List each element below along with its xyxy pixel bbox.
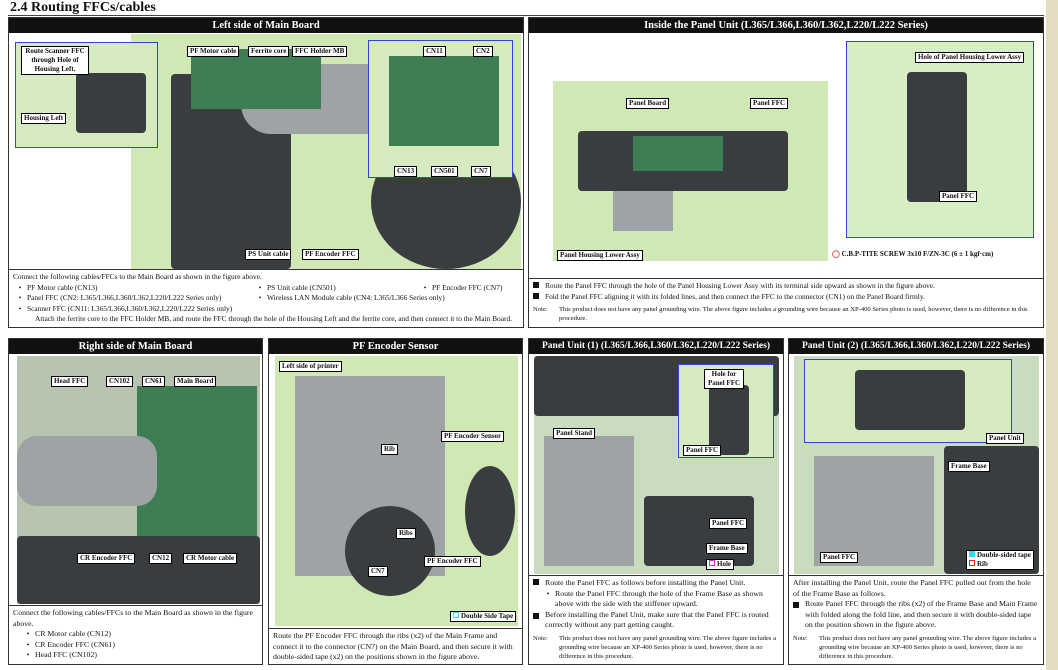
screw-note: ◯ C.B.P-TITE SCREW 3x10 F/ZN-3C (6 ± 1 k… bbox=[830, 250, 996, 259]
callout-label: Panel Board bbox=[626, 98, 670, 109]
page-title: 2.4 Routing FFCs/cables bbox=[10, 0, 156, 15]
rib-swatch bbox=[969, 560, 975, 566]
callout-label: Panel FFC bbox=[709, 518, 748, 529]
callout-label: Panel FFC bbox=[683, 445, 722, 456]
legend-double-side-tape: Double Side Tape bbox=[450, 611, 517, 622]
callout-label: PF Encoder Sensor bbox=[441, 431, 505, 442]
inset-rib bbox=[804, 359, 1012, 443]
callout-label: Hole of Panel Housing Lower Assy bbox=[915, 52, 1025, 63]
photo bbox=[275, 356, 518, 626]
screw-icon: ◯ bbox=[832, 250, 842, 258]
panel-panel-unit-1: Panel Unit (1) (L365/L366,L360/L362,L220… bbox=[528, 338, 784, 665]
callout-label: CN11 bbox=[423, 46, 446, 57]
callout-label: Ferrite core bbox=[248, 46, 290, 57]
panel-left-side-main-board: Left side of Main Board Route Scanner FF… bbox=[8, 17, 524, 328]
callout-label: CN61 bbox=[142, 376, 166, 387]
callout-label: Panel FFC bbox=[939, 191, 978, 202]
title-rule bbox=[8, 15, 1044, 16]
panel-pf-encoder-sensor: PF Encoder Sensor Left side of printer R… bbox=[268, 338, 523, 665]
callout-label: Left side of printer bbox=[279, 361, 342, 372]
panel-text: After installing the Panel Unit, route t… bbox=[789, 575, 1043, 663]
callout-label: CN12 bbox=[149, 553, 173, 564]
callout-label: CN13 bbox=[394, 166, 418, 177]
callout-label: Frame Base bbox=[948, 461, 990, 472]
callout-label: CR Encoder FFC bbox=[77, 553, 136, 564]
inset-hole bbox=[846, 41, 1034, 238]
panel-header: Left side of Main Board bbox=[9, 18, 523, 33]
legend-hole: Hole bbox=[706, 559, 734, 570]
callout-label: Main Board bbox=[174, 376, 217, 387]
callout-label: FFC Holder MB bbox=[292, 46, 348, 57]
callout-label: Panel FFC bbox=[750, 98, 789, 109]
panel-header: PF Encoder Sensor bbox=[269, 339, 522, 354]
tape-swatch bbox=[969, 551, 975, 557]
callout-label: CN102 bbox=[106, 376, 133, 387]
panel-header: Right side of Main Board bbox=[9, 339, 262, 354]
legend-tape-rib: Double-sided tape Rib bbox=[966, 550, 1034, 570]
callout-label: Rib bbox=[381, 444, 398, 455]
panel-text: Route the Panel FFC through the hole of … bbox=[529, 278, 1043, 325]
callout-label: Panel Housing Lower Assy bbox=[557, 250, 643, 261]
callout-label: CR Motor cable bbox=[183, 553, 238, 564]
callout-label: PF Encoder FFC bbox=[424, 556, 481, 567]
callout-label: Frame Base bbox=[706, 543, 748, 554]
callout-label: Panel Unit bbox=[986, 433, 1024, 444]
callout-label: PF Motor cable bbox=[187, 46, 240, 57]
callout-label: CN501 bbox=[431, 166, 458, 177]
callout-label: CN2 bbox=[473, 46, 493, 57]
panel-text: Connect the following cables/FFCs to the… bbox=[9, 269, 523, 327]
panel-text: Route the PF Encoder FFC through the rib… bbox=[269, 628, 522, 665]
panel-text: Route the Panel FFC as follows before in… bbox=[529, 575, 783, 663]
panel-header: Inside the Panel Unit (L365/L366,L360/L3… bbox=[529, 18, 1043, 33]
panel-header: Panel Unit (1) (L365/L366,L360/L362,L220… bbox=[529, 339, 783, 354]
tape-swatch bbox=[453, 612, 459, 618]
panel-right-side-main-board: Right side of Main Board Head FFC CN102 … bbox=[8, 338, 263, 665]
page-edge bbox=[1046, 0, 1058, 670]
panel-text: Connect the following cables/FFCs to the… bbox=[9, 605, 262, 663]
hole-swatch bbox=[709, 560, 715, 566]
panel-inside-panel-unit: Inside the Panel Unit (L365/L366,L360/L3… bbox=[528, 17, 1044, 328]
inset-main-board bbox=[368, 40, 513, 178]
callout-label: Head FFC bbox=[51, 376, 89, 387]
panel-panel-unit-2: Panel Unit (2) (L365/L366,L360/L362,L220… bbox=[788, 338, 1044, 665]
callout-label: CN7 bbox=[368, 566, 388, 577]
photo bbox=[17, 356, 260, 604]
callout-label: PS Unit cable bbox=[245, 249, 292, 260]
callout-label: Panel Stand bbox=[553, 428, 595, 439]
callout-label: Hole for Panel FFC bbox=[704, 369, 744, 389]
callout-label: Housing Left bbox=[21, 113, 67, 124]
panel-header: Panel Unit (2) (L365/L366,L360/L362,L220… bbox=[789, 339, 1043, 354]
callout-label: Panel FFC bbox=[820, 552, 859, 563]
callout-label: Route Scanner FFC through Hole of Housin… bbox=[21, 46, 89, 75]
callout-label: CN7 bbox=[471, 166, 491, 177]
photo bbox=[553, 81, 828, 261]
callout-label: Ribs bbox=[396, 528, 416, 539]
callout-label: PF Encoder FFC bbox=[302, 249, 359, 260]
